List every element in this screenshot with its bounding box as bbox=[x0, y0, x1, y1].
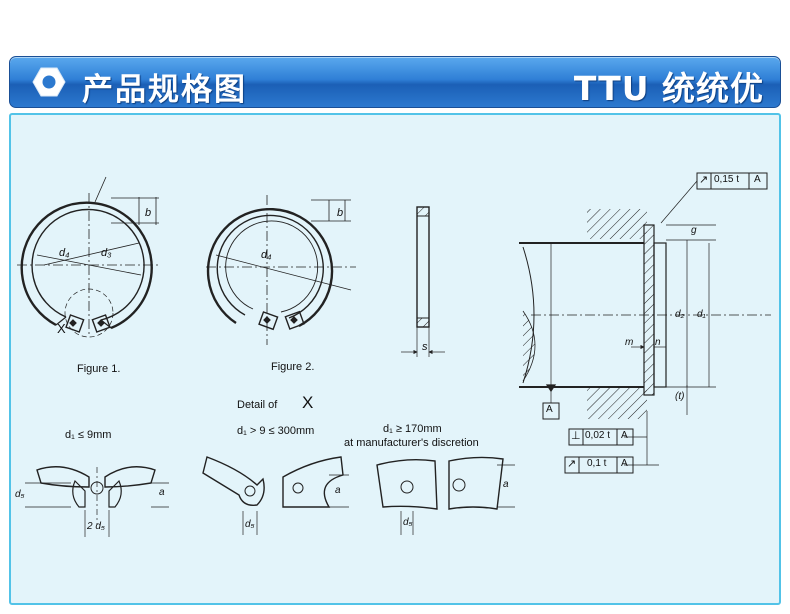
dim-a-medium: a bbox=[335, 485, 341, 496]
figure-2-circlip bbox=[206, 195, 356, 345]
brand-logo: TTU 统统优 bbox=[573, 69, 764, 108]
dim-t: (t) bbox=[675, 391, 685, 402]
figure-1-circlip bbox=[17, 176, 161, 338]
dim-d4-fig2: d₄ bbox=[261, 249, 272, 261]
dim-d3: d₃ bbox=[101, 247, 112, 259]
detail-small bbox=[25, 466, 169, 537]
case-3-note: at manufacturer's discretion bbox=[344, 437, 479, 449]
datum-a-label: A bbox=[546, 404, 553, 415]
dim-a-large: a bbox=[503, 479, 509, 490]
x-mark: X bbox=[57, 321, 66, 336]
case-3-label: d₁ ≥ 170mm bbox=[383, 423, 442, 435]
figure-2-caption: Figure 2. bbox=[271, 361, 315, 373]
technical-drawing bbox=[17, 172, 771, 537]
figure-1-caption: Figure 1. bbox=[77, 363, 121, 375]
detail-large bbox=[376, 456, 515, 535]
page-title: 产品规格图 bbox=[82, 72, 247, 108]
tolerance-3-value: 0,1 t bbox=[587, 458, 607, 469]
dim-d2: d₂ bbox=[675, 309, 685, 320]
dim-s: s bbox=[422, 341, 428, 353]
dim-d1: d₁ bbox=[697, 309, 706, 320]
detail-of-label: Detail of bbox=[237, 399, 278, 411]
detail-mark: X bbox=[302, 393, 314, 412]
tolerance-2-value: 0,02 t bbox=[585, 430, 611, 441]
dim-d5-large: d₅ bbox=[403, 517, 413, 528]
tolerance-2-datum: A bbox=[621, 430, 628, 441]
dim-d5-small: d₅ bbox=[15, 489, 25, 500]
tolerance-3-datum: A bbox=[621, 458, 628, 469]
case-2-label: d₁ > 9 ≤ 300mm bbox=[237, 425, 315, 437]
dim-2d5: 2 d₅ bbox=[87, 521, 105, 532]
dim-a-small: a bbox=[159, 487, 165, 498]
tolerance-1-symbol: ↗ bbox=[699, 174, 709, 186]
detail-medium bbox=[202, 456, 349, 535]
tolerance-frames bbox=[542, 172, 768, 474]
dim-m: m bbox=[625, 337, 634, 348]
dim-b-fig1: b bbox=[145, 207, 152, 219]
tolerance-1-datum: A bbox=[754, 174, 761, 185]
dim-d4-fig1: d₄ bbox=[59, 247, 70, 259]
case-1-label: d₁ ≤ 9mm bbox=[65, 429, 112, 441]
drawing-panel: Figure 1. Figure 2. X Detail of X d₁ ≤ 9… bbox=[9, 113, 781, 605]
tolerance-3-symbol: ↗ bbox=[567, 458, 577, 470]
tolerance-2-symbol: ⊥ bbox=[571, 430, 581, 442]
dim-g: g bbox=[691, 225, 697, 236]
dim-b-fig2: b bbox=[337, 207, 344, 219]
dim-n: n bbox=[655, 337, 661, 348]
header-banner: 产品规格图 TTU 统统优 bbox=[9, 56, 781, 108]
hexagon-nut-icon bbox=[32, 67, 66, 97]
dim-d5-medium: d₅ bbox=[245, 519, 255, 530]
installation-view bbox=[519, 180, 771, 466]
side-view bbox=[401, 206, 445, 357]
tolerance-1-value: 0,15 t bbox=[714, 174, 740, 185]
